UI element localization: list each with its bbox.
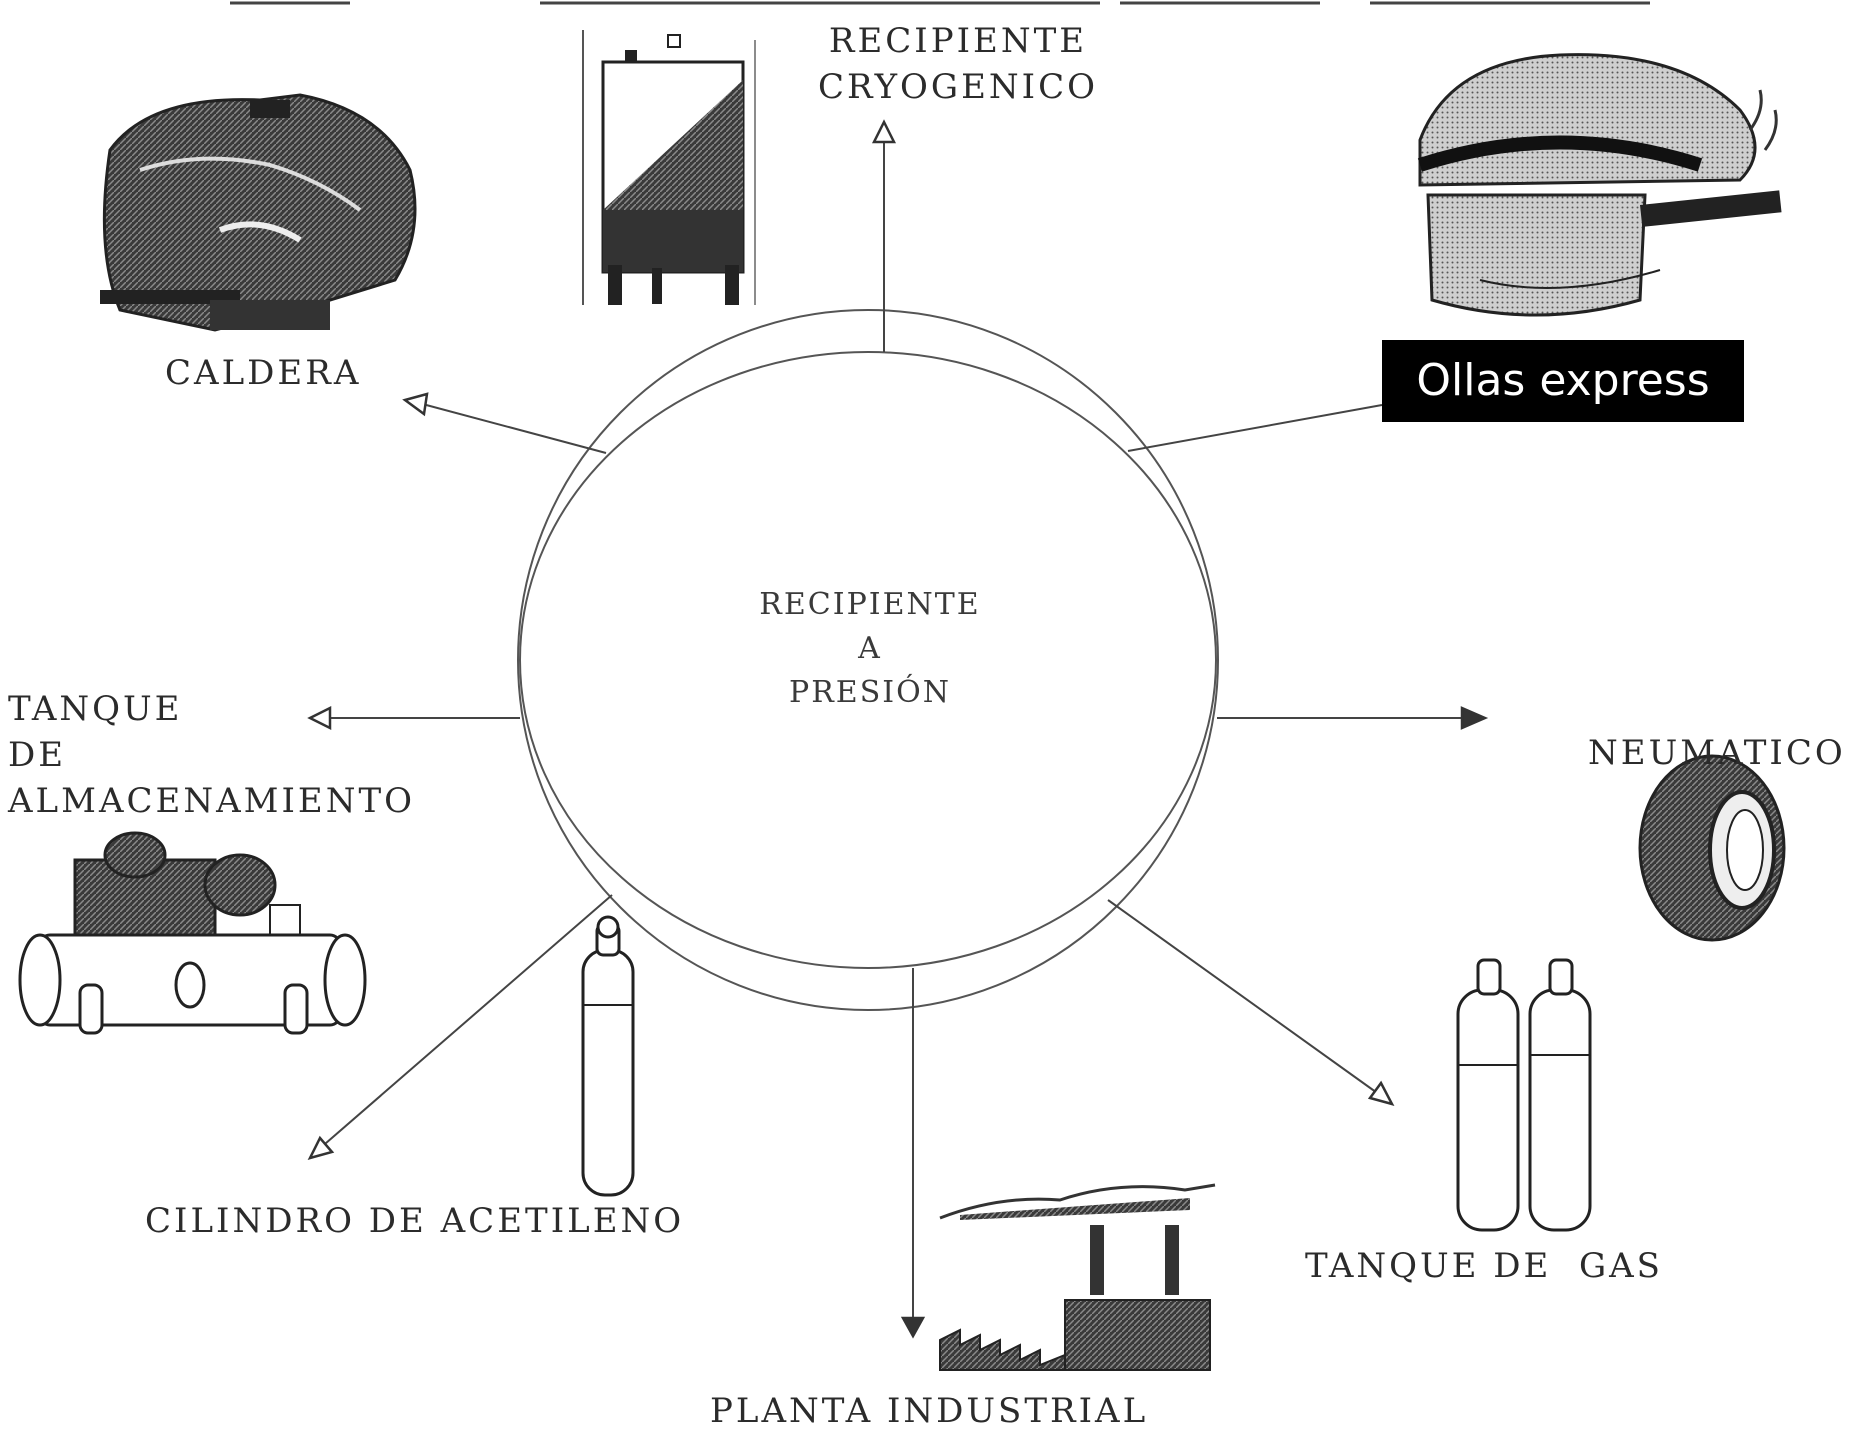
boiler-icon: [100, 93, 417, 332]
label-caldera: CALDERA: [165, 353, 362, 393]
arrow-to-gas-tank: [1107, 899, 1381, 1096]
label-cilindro: CILINDRO DE ACETILENO: [145, 1201, 685, 1241]
center-label-line2: A: [858, 631, 882, 666]
label-cryogenic-line1: RECIPIENTE: [828, 21, 1088, 61]
label-cryogenic: RECIPIENTE CRYOGENICO: [808, 18, 1108, 110]
central-ellipse: [519, 351, 1217, 969]
storage-tank-icon: [18, 831, 367, 1035]
factory-icon: [939, 1183, 1216, 1371]
central-circle: [517, 309, 1219, 1011]
acetylene-cylinder-icon: [581, 915, 635, 1197]
arrow-to-caldera: [414, 401, 607, 454]
arrowhead-caldera: [402, 392, 429, 417]
label-ollas-express: Ollas express: [1382, 340, 1744, 422]
arrow-to-cylinder: [317, 894, 613, 1151]
arrowhead-tire: [1460, 706, 1489, 730]
line-to-ollas: [1127, 404, 1383, 452]
center-label-line1: RECIPIENTE: [759, 587, 981, 622]
arrowhead-cryogenic: [871, 119, 897, 144]
arrowhead-gas: [1367, 1080, 1395, 1106]
label-storage-line2: DE: [8, 735, 67, 775]
arrowhead-cylinder: [307, 1135, 335, 1160]
label-neumatico: NEUMATICO: [1588, 733, 1846, 773]
cryogenic-vessel-icon: [582, 30, 756, 305]
label-storage-line1: TANQUE: [8, 689, 183, 729]
label-storage-tank: TANQUE DE ALMACENAMIENTO: [8, 686, 415, 824]
label-cryogenic-line2: CRYOGENICO: [818, 67, 1098, 107]
connectors: [317, 130, 1475, 1325]
tire-icon: [1638, 754, 1786, 942]
arrowhead-storage: [307, 705, 332, 731]
gas-cylinders-icon: [1456, 958, 1592, 1232]
center-label-line3: PRESIÓN: [789, 675, 951, 710]
arrowhead-plant: [900, 1316, 926, 1339]
label-storage-line3: ALMACENAMIENTO: [8, 781, 416, 821]
label-planta: PLANTA INDUSTRIAL: [710, 1391, 1149, 1431]
arrowheads: [307, 119, 1489, 1339]
center-label: RECIPIENTE A PRESIÓN: [690, 583, 1050, 715]
pressure-cooker-icon: [1417, 53, 1782, 317]
label-tanque-gas: TANQUE DE GAS: [1305, 1246, 1663, 1286]
